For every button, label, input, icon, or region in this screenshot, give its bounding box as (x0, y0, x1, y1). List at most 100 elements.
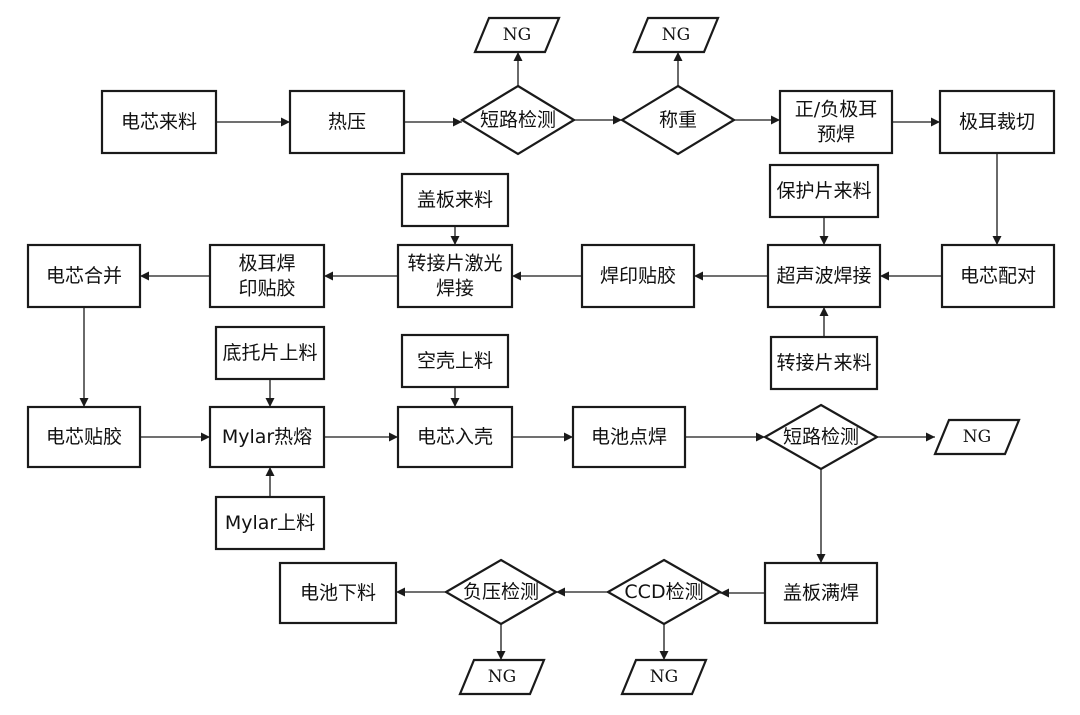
node-n4-label: 称重 (659, 109, 697, 131)
node-n7-label: 保护片来料 (776, 180, 871, 202)
node-n1-label: 电芯来料 (121, 111, 197, 133)
node-n2-label: 热压 (328, 111, 366, 133)
flow-edges (79, 52, 1002, 660)
node-n13-shape (766, 243, 882, 309)
node-n21: 电池点焊 (571, 405, 687, 469)
node-ng2-shape (632, 16, 720, 54)
node-n5-label: 预焊 (817, 124, 855, 146)
node-n20-shape (396, 405, 514, 469)
node-ng4-label: NG (488, 667, 516, 687)
node-n9-shape (26, 243, 142, 309)
node-n3-label: 短路检测 (480, 109, 556, 131)
node-n4-shape (619, 84, 737, 156)
node-n17-shape (400, 333, 510, 389)
node-n14-shape (940, 243, 1056, 309)
node-n24-label: 电池下料 (300, 582, 376, 604)
node-ng3: NG (933, 418, 1021, 456)
node-n7: 保护片来料 (768, 163, 880, 219)
node-n27: 盖板满焊 (763, 561, 879, 625)
node-n26: CCD检测 (605, 558, 723, 626)
node-n6-shape (938, 89, 1056, 155)
node-n10-label: 印贴胶 (238, 278, 295, 300)
node-n23-label: Mylar上料 (225, 512, 315, 534)
node-ng1-shape (473, 16, 561, 54)
node-n26-label: CCD检测 (624, 581, 703, 603)
node-n11-shape (396, 243, 514, 309)
node-n18-label: 电芯贴胶 (46, 426, 122, 448)
node-n18-shape (26, 405, 142, 469)
node-n5-label: 正/负极耳 (795, 99, 877, 121)
node-n17-label: 空壳上料 (417, 350, 493, 372)
node-n15-label: 转接片来料 (776, 352, 871, 374)
node-n27-shape (763, 561, 879, 625)
node-n1: 电芯来料 (100, 89, 218, 155)
node-n23: Mylar上料 (214, 495, 326, 551)
node-n23-shape (214, 495, 326, 551)
node-n14: 电芯配对 (940, 243, 1056, 309)
node-n24-shape (278, 561, 398, 625)
node-n12-shape (580, 243, 696, 309)
node-n5-shape (778, 89, 894, 155)
node-n4: 称重 (619, 84, 737, 156)
node-n21-label: 电池点焊 (591, 426, 667, 448)
node-n8-label: 盖板来料 (417, 189, 493, 211)
node-n16-label: 底托片上料 (222, 342, 317, 364)
node-n25-label: 负压检测 (463, 581, 539, 603)
node-n7-shape (768, 163, 880, 219)
node-n9-label: 电芯合并 (46, 265, 122, 287)
node-n17: 空壳上料 (400, 333, 510, 389)
node-n9: 电芯合并 (26, 243, 142, 309)
node-n21-shape (571, 405, 687, 469)
node-n20-label: 电芯入壳 (417, 426, 493, 448)
node-n26-shape (605, 558, 723, 626)
node-n16-shape (214, 325, 326, 381)
node-ng1-label: NG (503, 25, 531, 45)
node-n16: 底托片上料 (214, 325, 326, 381)
node-n15-shape (769, 335, 879, 391)
node-n2-shape (288, 89, 406, 155)
node-n13: 超声波焊接 (766, 243, 882, 309)
node-ng4: NG (458, 658, 546, 696)
node-n10-label: 极耳焊 (238, 253, 295, 275)
node-ng5-label: NG (650, 667, 678, 687)
node-n14-label: 电芯配对 (960, 265, 1036, 287)
node-n20: 电芯入壳 (396, 405, 514, 469)
node-ng2: NG (632, 16, 720, 54)
node-n19-shape (208, 405, 326, 469)
node-n22-label: 短路检测 (783, 426, 859, 448)
node-ng3-label: NG (963, 427, 991, 447)
node-n3-shape (459, 84, 577, 156)
node-n19: Mylar热熔 (208, 405, 326, 469)
node-n25-shape (443, 558, 559, 626)
node-ng3-shape (933, 418, 1021, 456)
node-ng5: NG (620, 658, 708, 696)
node-ng2-label: NG (662, 25, 690, 45)
node-n8: 盖板来料 (400, 172, 510, 228)
node-n15: 转接片来料 (769, 335, 879, 391)
node-n1-shape (100, 89, 218, 155)
node-n10-shape (208, 243, 326, 309)
node-ng4-shape (458, 658, 546, 696)
node-n12: 焊印贴胶 (580, 243, 696, 309)
node-n11-label: 转接片激光 (407, 253, 502, 275)
node-n8-shape (400, 172, 510, 228)
node-n6: 极耳裁切 (938, 89, 1056, 155)
node-n22: 短路检测 (762, 403, 880, 471)
node-ng1: NG (473, 16, 561, 54)
node-n12-label: 焊印贴胶 (600, 265, 676, 287)
node-n3: 短路检测 (459, 84, 577, 156)
node-n24: 电池下料 (278, 561, 398, 625)
node-n11-label: 焊接 (436, 278, 474, 300)
node-n27-label: 盖板满焊 (783, 582, 859, 604)
node-n6-label: 极耳裁切 (959, 111, 1035, 133)
node-n18: 电芯贴胶 (26, 405, 142, 469)
node-n25: 负压检测 (443, 558, 559, 626)
node-n19-label: Mylar热熔 (222, 426, 312, 448)
node-n13-label: 超声波焊接 (776, 265, 871, 287)
node-n2: 热压 (288, 89, 406, 155)
